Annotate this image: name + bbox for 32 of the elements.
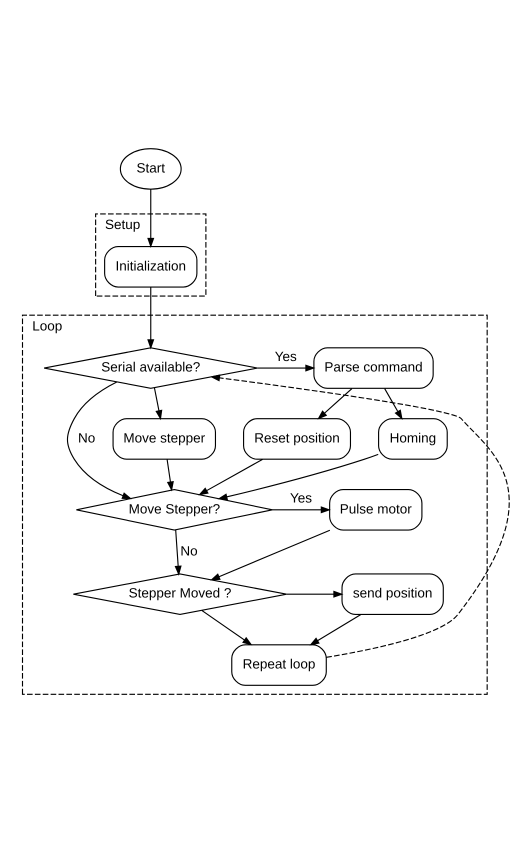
arrow bbox=[257, 364, 315, 372]
node-box: Reset position bbox=[242, 418, 351, 460]
arrow bbox=[153, 387, 162, 420]
node-box: Pulse motor bbox=[328, 488, 422, 530]
node-box: Homing bbox=[378, 418, 448, 460]
arrow bbox=[201, 610, 252, 646]
edge-label: No bbox=[78, 430, 95, 445]
edge-label: No bbox=[180, 543, 198, 558]
arrow bbox=[146, 287, 154, 349]
arrow bbox=[384, 388, 402, 420]
node-box: Initialization bbox=[104, 245, 197, 288]
node-diamond: Move Stepper? bbox=[75, 488, 272, 530]
arrow bbox=[308, 614, 360, 646]
arrow bbox=[286, 590, 343, 598]
edge-label: Yes bbox=[289, 490, 312, 506]
node-ellipse: Start bbox=[119, 148, 182, 190]
arrow bbox=[146, 188, 154, 248]
node-diamond: Serial available? bbox=[43, 346, 258, 388]
node-box: send position bbox=[340, 572, 444, 615]
arrow bbox=[272, 506, 330, 513]
arrow bbox=[209, 374, 510, 658]
arrow bbox=[174, 529, 182, 576]
arrow bbox=[210, 529, 330, 580]
arrow bbox=[166, 458, 174, 492]
arrow bbox=[316, 388, 352, 420]
arrow bbox=[198, 458, 262, 495]
node-box: Parse command bbox=[312, 346, 434, 388]
edge-label: Yes bbox=[274, 348, 296, 364]
arrow bbox=[66, 380, 132, 499]
arrow bbox=[216, 453, 378, 500]
node-box: Repeat loop bbox=[230, 644, 326, 686]
node-box: Move stepper bbox=[112, 418, 216, 460]
